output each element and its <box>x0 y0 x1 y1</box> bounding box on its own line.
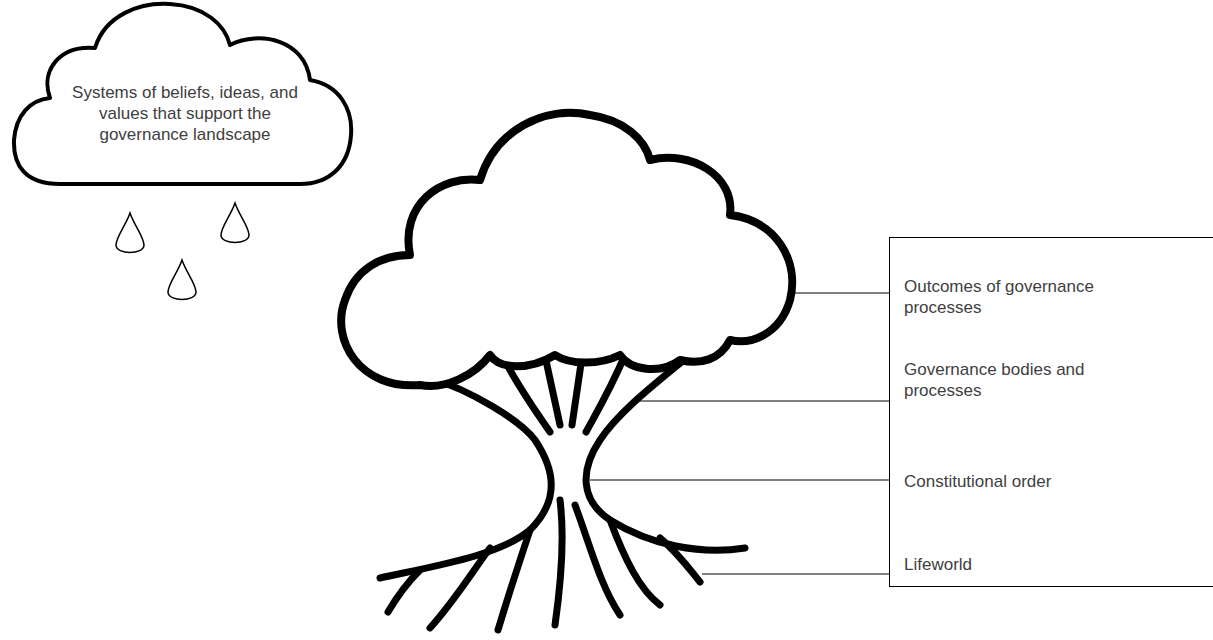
raindrops <box>116 203 249 300</box>
level-label: Lifeworld <box>904 554 1184 575</box>
level-label: Constitutional order <box>904 471 1184 492</box>
cloud-shape: Systems of beliefs, ideas, and values th… <box>10 0 355 187</box>
label-box: Outcomes of governance processesGovernan… <box>889 237 1213 587</box>
level-label: Governance bodies and processes <box>904 359 1139 401</box>
level-label: Outcomes of governance processes <box>904 276 1139 318</box>
tree-trunk <box>380 352 745 630</box>
tree-crown <box>341 113 792 386</box>
cloud-text: Systems of beliefs, ideas, and values th… <box>70 82 300 145</box>
leader-lines <box>590 293 889 574</box>
cloud-path <box>14 4 351 184</box>
